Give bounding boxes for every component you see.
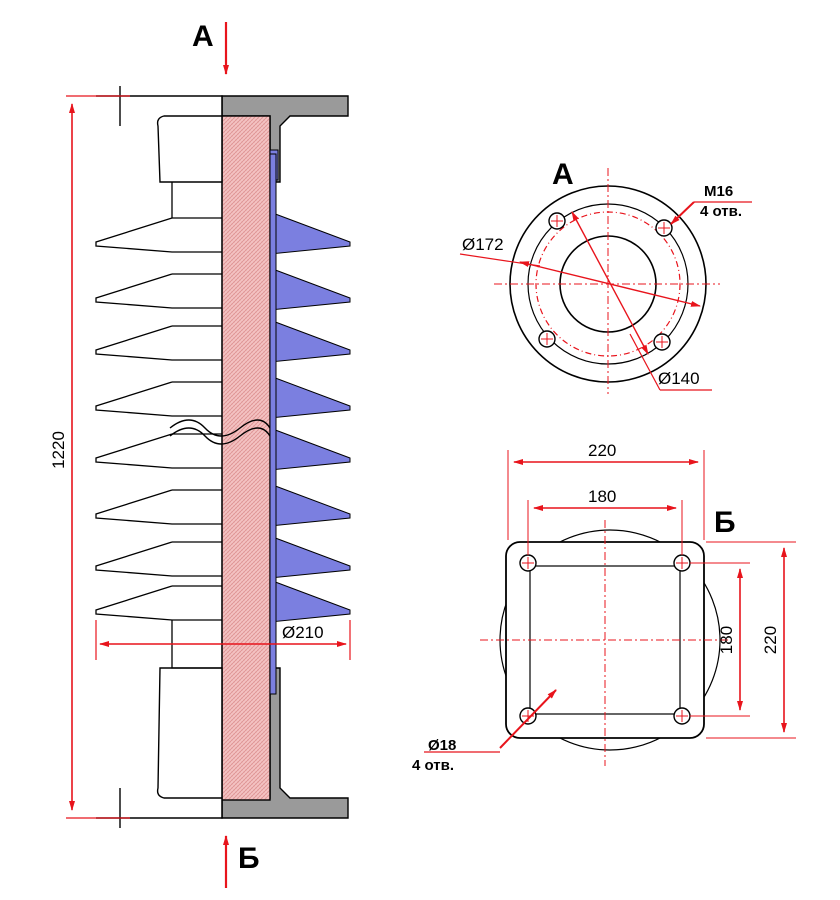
section-mark-a: А: [192, 20, 214, 53]
width-outer-label: 220: [588, 441, 616, 460]
insulator-core-section: [221, 115, 271, 801]
bolt-circle-label: Ø140: [658, 369, 700, 388]
shed-view-4: [95, 381, 222, 417]
shed-trunk: [171, 182, 222, 669]
view-b-square-flange: Б 220 180 180 220 Ø18 4 отв.: [412, 441, 796, 774]
shed-view-5: [95, 433, 222, 469]
shed-diameter-label: Ø210: [282, 623, 324, 642]
shed-view-7: [95, 541, 222, 577]
shed-view-8: [95, 585, 222, 621]
height-inner-label: 180: [717, 626, 736, 654]
shed-view-6: [95, 489, 222, 525]
bottom-flange-view: [96, 667, 223, 828]
shed-section-4: [269, 375, 351, 419]
height-outer-label: 220: [761, 626, 780, 654]
break-line: [169, 419, 271, 437]
outer-diameter-label: Ø172: [462, 235, 504, 254]
shed-section-1: [269, 211, 351, 255]
shed-section-7: [269, 535, 351, 579]
shed-view-1: [95, 217, 222, 253]
view-b-label: Б: [714, 506, 736, 539]
shed-section-2: [269, 267, 351, 311]
shed-view-2: [95, 273, 222, 309]
shed-section-3: [269, 319, 351, 363]
shed-section-6: [269, 483, 351, 527]
thread-label: М16: [704, 183, 733, 200]
width-inner-label: 180: [588, 487, 616, 506]
shed-view-3: [95, 325, 222, 361]
insulator-side-view: А Б 1220 Ø210: [49, 20, 351, 888]
shed-housing-strip: [269, 153, 277, 695]
hole-diameter-label: Ø18: [428, 737, 456, 754]
section-mark-b: Б: [238, 842, 260, 875]
view-b-holes-label: 4 отв.: [412, 757, 454, 774]
view-a-round-flange: А Ø172 Ø140 М16 4 отв.: [459, 158, 752, 394]
break-line-2: [169, 427, 271, 445]
height-dimension-label: 1220: [49, 431, 68, 469]
sheds-view: [95, 182, 222, 669]
top-flange-view: [96, 86, 223, 183]
shed-section-8: [269, 579, 351, 623]
view-a-label: А: [552, 158, 574, 191]
shed-section-5: [269, 427, 351, 471]
view-a-holes-label: 4 отв.: [700, 203, 742, 220]
sheds-section: [269, 149, 351, 695]
